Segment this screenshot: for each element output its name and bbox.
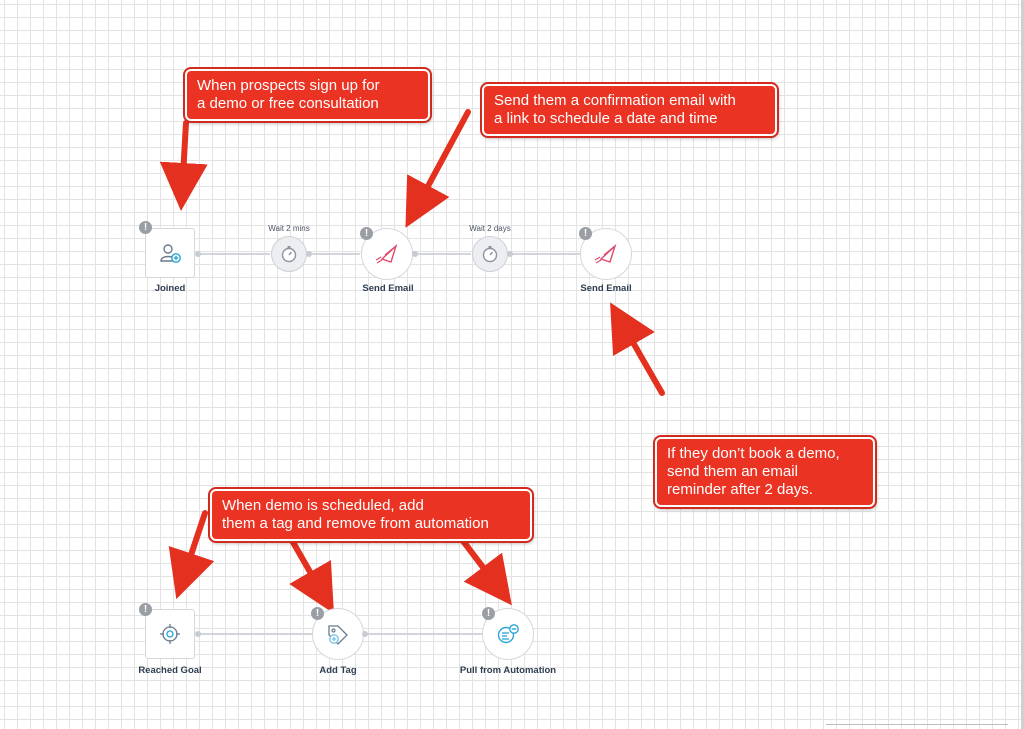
node-label-pull-from-automation: Pull from Automation xyxy=(459,665,557,676)
connector-port[interactable] xyxy=(507,251,513,257)
wait-node-2-mins[interactable] xyxy=(271,236,307,272)
arrow-to-add-tag xyxy=(287,534,334,614)
target-icon xyxy=(160,624,180,644)
callout-confirmation: Send them a confirmation email with a li… xyxy=(482,84,777,136)
warning-icon: ! xyxy=(360,227,373,240)
tag-plus-icon xyxy=(328,625,348,645)
arrow-to-reached-goal xyxy=(168,510,215,600)
wait-node-2-days[interactable] xyxy=(472,236,508,272)
node-label-add-tag: Add Tag xyxy=(319,665,357,676)
connector-port[interactable] xyxy=(362,631,368,637)
connector-port[interactable] xyxy=(306,251,312,257)
node-label-joined: Joined xyxy=(154,283,186,294)
node-label-send-email-1: Send Email xyxy=(362,283,414,294)
automation-exit-icon xyxy=(497,624,519,644)
add-contact-icon xyxy=(160,244,181,263)
annotation-arrows xyxy=(159,109,665,614)
action-node-send-email-2[interactable] xyxy=(580,228,632,280)
warning-icon: ! xyxy=(311,607,324,620)
goal-node-reached-goal[interactable] xyxy=(145,609,195,659)
warning-icon: ! xyxy=(139,603,152,616)
warning-icon: ! xyxy=(482,607,495,620)
callout-signup: When prospects sign up for a demo or fre… xyxy=(185,69,430,121)
connector-port[interactable] xyxy=(412,251,418,257)
arrow-to-send-email-1 xyxy=(405,109,471,228)
wait-label-2-days: Wait 2 days xyxy=(469,224,511,233)
connector-port[interactable] xyxy=(195,631,201,637)
warning-icon: ! xyxy=(139,221,152,234)
paper-plane-email-icon xyxy=(594,243,617,264)
callout-scheduled: When demo is scheduled, add them a tag a… xyxy=(210,489,532,541)
stopwatch-icon xyxy=(281,246,297,263)
arrow-to-pull xyxy=(457,534,512,606)
arrow-to-joined xyxy=(159,120,208,211)
trigger-node-joined[interactable] xyxy=(145,228,195,278)
wait-label-2-mins: Wait 2 mins xyxy=(268,224,310,233)
stopwatch-icon xyxy=(482,246,498,263)
connector-port[interactable] xyxy=(195,251,201,257)
arrow-to-send-email-2 xyxy=(610,302,665,396)
warning-icon: ! xyxy=(579,227,592,240)
paper-plane-email-icon xyxy=(375,243,398,264)
node-label-reached-goal: Reached Goal xyxy=(138,665,202,676)
callout-reminder: If they don’t book a demo, send them an … xyxy=(655,437,875,507)
canvas-right-border xyxy=(1021,0,1024,729)
scroll-edge xyxy=(826,724,1008,725)
node-label-send-email-2: Send Email xyxy=(580,283,632,294)
